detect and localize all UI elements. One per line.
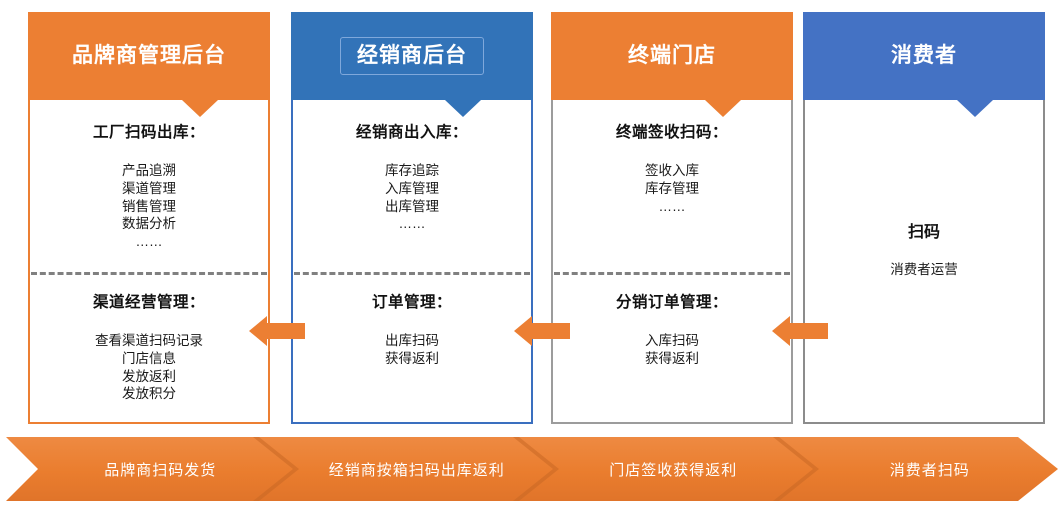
arrow-store-to-dealer-icon	[514, 314, 570, 348]
section-items: 出库扫码 获得返利	[293, 332, 531, 368]
section-title: 分销订单管理：	[615, 294, 728, 311]
section-title: 渠道经营管理：	[92, 294, 205, 311]
section-terminal-receive-scan: 终端签收扫码： 签收入库 库存管理 ……	[553, 120, 791, 215]
column-brand-admin: 品牌商管理后台 工厂扫码出库： 产品追溯 渠道管理 销售管理 数据分析 …… 渠…	[28, 12, 270, 424]
arrow-dealer-to-brand-icon	[249, 314, 305, 348]
section-items: 签收入库 库存管理 ……	[553, 162, 791, 215]
section-subtitle: 消费者运营	[890, 262, 958, 277]
section-divider	[554, 272, 790, 275]
process-flow-banner: 品牌商扫码发货 经销商按箱扫码出库返利 门店签收获得返利 消费者扫码	[6, 437, 1058, 501]
arrow-consumer-to-store-icon	[772, 314, 828, 348]
column-body-brand-admin: 工厂扫码出库： 产品追溯 渠道管理 销售管理 数据分析 …… 渠道经营管理： 查…	[28, 100, 270, 424]
list-item: 销售管理	[122, 198, 176, 214]
header-notch-icon	[704, 100, 741, 117]
list-item: 数据分析	[122, 216, 176, 232]
column-title-terminal-store: 终端门店	[628, 44, 716, 68]
banner-segment-labels: 品牌商扫码发货 经销商按箱扫码出库返利 门店签收获得返利 消费者扫码	[6, 437, 1058, 501]
section-factory-scan-out: 工厂扫码出库： 产品追溯 渠道管理 销售管理 数据分析 ……	[30, 120, 268, 251]
list-item: ……	[135, 234, 163, 250]
section-dealer-inout: 经销商出入库： 库存追踪 入库管理 出库管理 ……	[293, 120, 531, 233]
section-divider	[31, 272, 267, 275]
list-item: 库存追踪	[385, 163, 439, 178]
column-title-consumer: 消费者	[891, 44, 957, 68]
list-item: ……	[398, 216, 426, 232]
column-title-dealer-backend: 经销商后台	[340, 37, 484, 75]
banner-segment: 经销商按箱扫码出库返利	[328, 461, 505, 479]
list-item: 入库扫码	[645, 333, 699, 348]
list-item: 门店信息	[122, 350, 176, 366]
section-consumer-scan: 扫码 消费者运营	[805, 218, 1043, 278]
section-title: 终端签收扫码：	[615, 124, 728, 141]
column-dealer-backend: 经销商后台 经销商出入库： 库存追踪 入库管理 出库管理 …… 订单管理： 出库…	[291, 12, 533, 424]
list-item: 渠道管理	[122, 180, 176, 196]
column-body-consumer: 扫码 消费者运营	[803, 100, 1045, 424]
list-item: 发放返利	[122, 368, 176, 384]
list-item: 出库管理	[385, 198, 439, 214]
section-title: 工厂扫码出库：	[92, 124, 205, 141]
header-notch-icon	[444, 100, 481, 117]
section-items: 入库扫码 获得返利	[553, 332, 791, 368]
section-divider	[294, 272, 530, 275]
section-title: 经销商出入库：	[355, 124, 468, 141]
section-channel-operation: 渠道经营管理： 查看渠道扫码记录 门店信息 发放返利 发放积分	[30, 290, 268, 403]
header-notch-icon	[181, 100, 218, 117]
list-item: 库存管理	[645, 180, 699, 196]
list-item: 发放积分	[122, 386, 176, 402]
column-header-consumer: 消费者	[803, 12, 1045, 100]
list-item: 入库管理	[385, 180, 439, 196]
section-title: 订单管理：	[371, 294, 452, 311]
column-body-terminal-store: 终端签收扫码： 签收入库 库存管理 …… 分销订单管理： 入库扫码 获得返利	[551, 100, 793, 424]
section-order-management: 订单管理： 出库扫码 获得返利	[293, 290, 531, 368]
section-distribution-order: 分销订单管理： 入库扫码 获得返利	[553, 290, 791, 368]
column-header-brand-admin: 品牌商管理后台	[28, 12, 270, 100]
list-item: 签收入库	[645, 163, 699, 178]
column-title-brand-admin: 品牌商管理后台	[72, 44, 226, 68]
list-item: 查看渠道扫码记录	[95, 333, 203, 348]
column-terminal-store: 终端门店 终端签收扫码： 签收入库 库存管理 …… 分销订单管理： 入库扫码 获…	[551, 12, 793, 424]
header-notch-icon	[956, 100, 993, 117]
banner-segment: 品牌商扫码发货	[104, 461, 217, 479]
column-header-terminal-store: 终端门店	[551, 12, 793, 100]
section-items: 查看渠道扫码记录 门店信息 发放返利 发放积分	[30, 332, 268, 403]
list-item: 获得返利	[385, 350, 439, 366]
column-body-dealer-backend: 经销商出入库： 库存追踪 入库管理 出库管理 …… 订单管理： 出库扫码 获得返…	[291, 100, 533, 424]
list-item: 产品追溯	[122, 163, 176, 178]
section-title: 扫码	[907, 224, 940, 241]
column-consumer: 消费者 扫码 消费者运营	[803, 12, 1045, 424]
section-items: 库存追踪 入库管理 出库管理 ……	[293, 162, 531, 233]
list-item: ……	[658, 198, 686, 214]
list-item: 出库扫码	[385, 333, 439, 348]
column-header-dealer-backend: 经销商后台	[291, 12, 533, 100]
section-items: 产品追溯 渠道管理 销售管理 数据分析 ……	[30, 162, 268, 251]
list-item: 获得返利	[645, 350, 699, 366]
banner-segment: 门店签收获得返利	[609, 461, 738, 479]
banner-segment: 消费者扫码	[889, 461, 970, 479]
